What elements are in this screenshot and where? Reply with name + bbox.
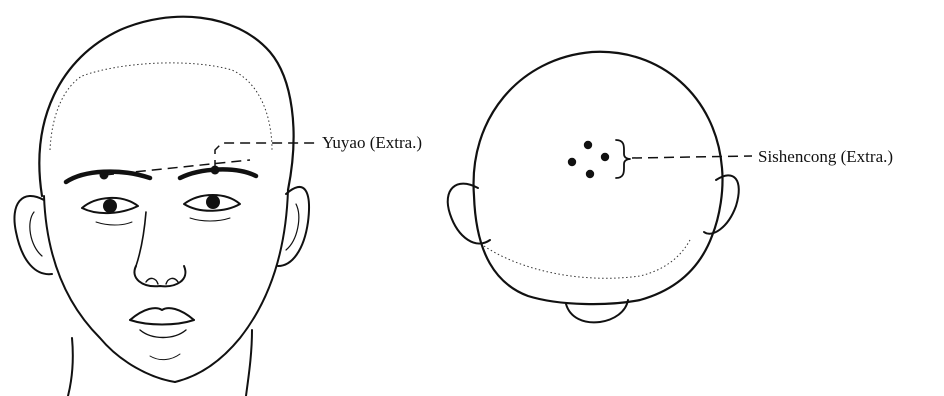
front-ear-right-inner [286,204,299,250]
sishencong-point-right [601,153,609,161]
front-nose [134,266,185,286]
front-head-illustration [14,17,318,396]
front-nostril-right [166,278,178,284]
front-chin [150,354,180,360]
front-face-left-side [44,196,175,382]
front-hairline [50,63,272,150]
back-head-outline [474,52,723,304]
front-ear-right [278,187,309,266]
front-ear-left-inner [30,212,42,256]
front-neck-right [246,330,252,396]
front-lip-line [130,320,194,325]
front-eye-right-lower [190,218,230,221]
front-nostril-left [146,278,158,284]
front-nose-bridge [136,212,146,266]
sishencong-leader-line [632,156,752,158]
back-ear-left [448,184,490,244]
sishencong-point-top [584,141,592,149]
yuyao-label: Yuyao (Extra.) [322,133,422,152]
front-eye-left-lower [96,222,132,225]
back-hairline [484,240,690,278]
front-pupil-left [103,199,117,213]
sishencong-point-left [568,158,576,166]
front-ear-left [14,196,52,274]
front-head-outline [39,17,293,196]
sishencong-point-bottom [586,170,594,178]
front-neck-left [68,338,73,396]
front-lip-upper [130,308,194,320]
sishencong-label: Sishencong (Extra.) [758,147,893,166]
front-lip-lower [140,330,186,338]
yuyao-leader-line-right [215,143,318,170]
back-head-illustration [448,52,752,323]
front-pupil-right [206,195,220,209]
sishencong-brace [616,140,630,178]
